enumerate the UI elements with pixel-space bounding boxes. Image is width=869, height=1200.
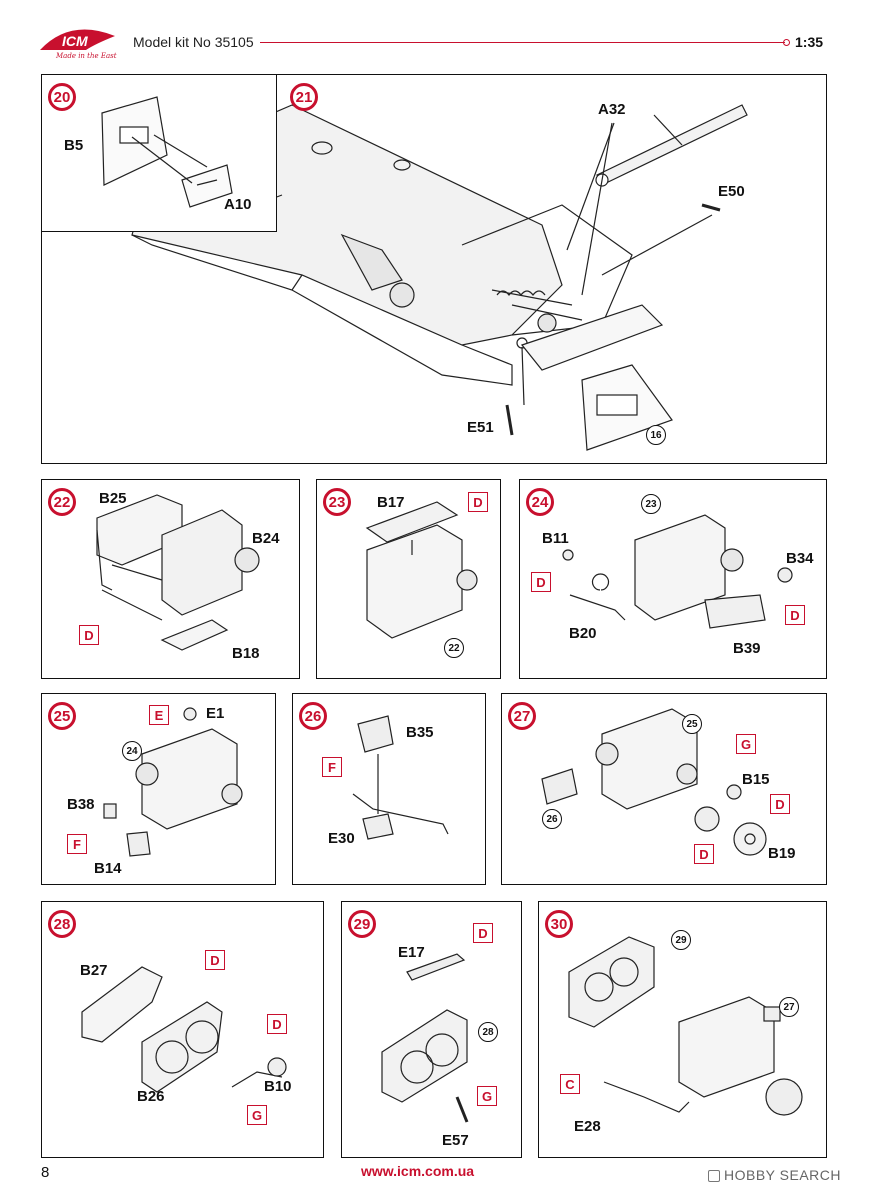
step-22-panel: 22 B25 B24 B18 D xyxy=(41,479,300,679)
ref-step-circle: 16 xyxy=(646,425,666,445)
ref-step-circle: 22 xyxy=(444,638,464,658)
block-drawing-24 xyxy=(562,514,793,629)
part-label-b18: B18 xyxy=(232,645,260,662)
step-number-26: 26 xyxy=(299,702,327,730)
part-label-b20: B20 xyxy=(569,625,597,642)
powertrain-drawing-30 xyxy=(568,936,803,1116)
part-label-a10: A10 xyxy=(224,196,252,213)
exhaust-drawing-26 xyxy=(352,715,449,840)
watermark-icon xyxy=(708,1170,720,1182)
ref-step-circle: 25 xyxy=(682,714,702,734)
step-26-panel: 26 B35 F E30 xyxy=(292,693,486,885)
part-label-b35: B35 xyxy=(406,724,434,741)
part-label-b24: B24 xyxy=(252,530,280,547)
sprue-tag-g: G xyxy=(736,734,756,754)
ref-step-circle: 23 xyxy=(641,494,661,514)
part-label-b39: B39 xyxy=(733,640,761,657)
sprue-tag-d: D xyxy=(468,492,488,512)
part-label-b27: B27 xyxy=(80,962,108,979)
step-24-panel: 24 23 B11 B34 B20 B39 D D xyxy=(519,479,827,679)
sprue-tag-d: D xyxy=(473,923,493,943)
part-label-b11: B11 xyxy=(542,530,569,547)
engine-drawing-27 xyxy=(541,708,767,856)
step-25-panel: 25 E E1 24 B38 F B14 xyxy=(41,693,276,885)
step-number-24: 24 xyxy=(526,488,554,516)
ref-step-circle: 24 xyxy=(122,741,142,761)
step-number-28: 28 xyxy=(48,910,76,938)
sprue-tag-d: D xyxy=(694,844,714,864)
sprue-tag-e: E xyxy=(149,705,169,725)
step-23-panel: 23 B17 D 22 xyxy=(316,479,501,679)
ref-step-circle: 28 xyxy=(478,1022,498,1042)
part-label-b25: B25 xyxy=(99,490,127,507)
kit-title: Model kit No 35105 xyxy=(133,34,254,50)
step-number-22: 22 xyxy=(48,488,76,516)
part-label-e51: E51 xyxy=(467,419,494,436)
step-number-25: 25 xyxy=(48,702,76,730)
part-label-b15: B15 xyxy=(742,771,770,788)
sprue-tag-d: D xyxy=(531,572,551,592)
part-label-b19: B19 xyxy=(768,845,796,862)
step-number-21: 21 xyxy=(290,83,318,111)
step-number-20: 20 xyxy=(48,83,76,111)
ref-step-circle: 27 xyxy=(779,997,799,1017)
gearbox-drawing-28 xyxy=(81,966,287,1093)
block-drawing-22 xyxy=(96,494,260,651)
engine-drawing-25 xyxy=(103,707,243,857)
sprue-tag-g: G xyxy=(477,1086,497,1106)
part-label-b38: B38 xyxy=(67,796,95,813)
sprue-tag-f: F xyxy=(322,757,342,777)
footer-url[interactable]: www.icm.com.ua xyxy=(361,1163,475,1179)
page-number: 8 xyxy=(41,1164,50,1181)
step-27-panel: 27 25 G B15 D 26 D B19 xyxy=(501,693,827,885)
ref-step-circle: 29 xyxy=(671,930,691,950)
sprue-tag-g: G xyxy=(247,1105,267,1125)
part-label-b34: B34 xyxy=(786,550,814,567)
sprue-tag-d: D xyxy=(79,625,99,645)
step-number-30: 30 xyxy=(545,910,573,938)
brand-tagline: Made in the East xyxy=(56,52,117,60)
step-number-23: 23 xyxy=(323,488,351,516)
step-29-panel: 29 D E17 28 G E57 xyxy=(341,901,522,1158)
ref-step-circle: 26 xyxy=(542,809,562,829)
sprue-tag-c: C xyxy=(560,1074,580,1094)
gearbox-drawing-29 xyxy=(381,953,469,1123)
step-28-panel: 28 B27 D D B10 B26 G xyxy=(41,901,324,1158)
part-label-b17: B17 xyxy=(377,494,405,511)
kit-scale: 1:35 xyxy=(795,34,824,50)
part-label-b5: B5 xyxy=(64,137,84,154)
sprue-tag-d: D xyxy=(785,605,805,625)
step-number-27: 27 xyxy=(508,702,536,730)
part-label-e30: E30 xyxy=(328,830,355,847)
part-label-a32: A32 xyxy=(598,101,626,118)
part-label-e50: E50 xyxy=(718,183,745,200)
step-30-panel: 30 29 27 C E28 xyxy=(538,901,827,1158)
part-label-e57: E57 xyxy=(442,1132,469,1149)
part-label-e28: E28 xyxy=(574,1118,601,1135)
step-number-29: 29 xyxy=(348,910,376,938)
watermark-text: HOBBY SEARCH xyxy=(724,1167,841,1183)
flap-drawing xyxy=(101,96,233,208)
sprue-tag-f: F xyxy=(67,834,87,854)
part-label-e17: E17 xyxy=(398,944,425,961)
part-label-b26: B26 xyxy=(137,1088,165,1105)
sprue-tag-d: D xyxy=(267,1014,287,1034)
block-drawing-23 xyxy=(365,501,478,639)
sprue-tag-d: D xyxy=(205,950,225,970)
header-rule xyxy=(260,42,785,43)
sprue-tag-d: D xyxy=(770,794,790,814)
icm-logo xyxy=(40,29,115,50)
part-label-b14: B14 xyxy=(94,860,122,877)
part-label-b10: B10 xyxy=(264,1078,292,1095)
header-rule-dot xyxy=(783,39,790,46)
step-20-panel: 20 B5 A10 xyxy=(41,74,277,232)
brand-name: ICM xyxy=(62,33,88,49)
part-label-e1: E1 xyxy=(206,705,225,722)
